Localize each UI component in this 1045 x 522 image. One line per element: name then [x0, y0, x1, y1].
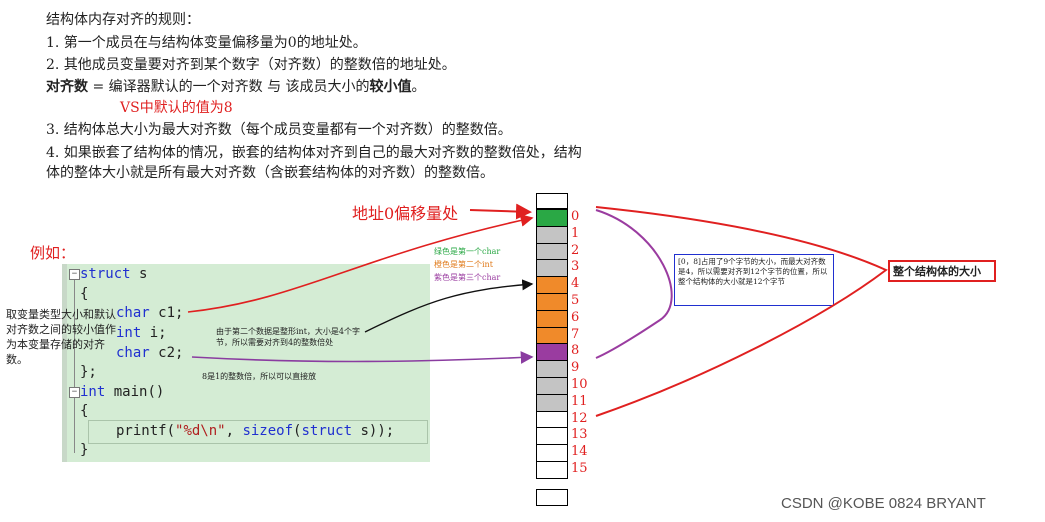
- rule-align: 对齐数 = 编译器默认的一个对齐数 与 该成员大小的较小值。: [46, 77, 426, 98]
- bracket-total: [595, 206, 888, 417]
- left-note: 取变量类型大小和默认对齐数之间的较小值作为本变量存储的对齐数。: [6, 308, 116, 366]
- memory-cell-index: 8: [571, 343, 580, 359]
- rule-align-end: 。: [411, 79, 426, 95]
- code-text: printf(: [116, 423, 176, 439]
- code-text: s: [130, 266, 148, 282]
- rule-align-head: 对齐数: [46, 79, 88, 95]
- range-note: [0，8]占用了9个字节的大小，而最大对齐数是4，所以需要对齐到12个字节的位置…: [678, 257, 828, 286]
- legend-orange: 橙色是第二个int: [434, 260, 493, 269]
- c2-align-note: 8是1的整数倍，所以可以直接放: [202, 372, 317, 381]
- memory-cell-bottom: [536, 489, 568, 506]
- rule-4b: 体的整体大小就是所有最大对齐数（含嵌套结构体的对齐数）的整数倍。: [46, 165, 494, 181]
- arrow-c1: [187, 214, 534, 313]
- code-line-close: };: [80, 364, 97, 380]
- memory-cell-index: 2: [571, 242, 580, 258]
- memory-cell: [536, 461, 568, 479]
- rule-3: 3. 结构体总大小为最大对齐数（每个成员变量都有一个对齐数）的整数倍。: [46, 122, 512, 138]
- arrow-i: [364, 279, 534, 333]
- code-text: ,: [225, 423, 243, 439]
- code-keyword: int: [116, 325, 142, 341]
- code-current-line: [88, 420, 428, 444]
- memory-cell-index: 14: [571, 444, 588, 460]
- rule-align-mid: = 编译器默认的一个对齐数 与 该成员大小的: [88, 79, 370, 95]
- code-keyword: struct: [301, 423, 353, 439]
- memory-cell-index: 5: [571, 293, 580, 308]
- code-line-i: int i;: [116, 325, 167, 341]
- legend-green: 绿色是第一个char: [434, 247, 501, 256]
- memory-cell-index: 4: [571, 276, 580, 292]
- code-keyword: char: [116, 345, 150, 361]
- code-text: main(): [105, 384, 165, 400]
- memory-cell-index: 10: [571, 377, 588, 392]
- code-string: "%d\n": [175, 423, 226, 439]
- rule-align-bold: 较小值: [369, 79, 412, 95]
- fold-toggle-struct[interactable]: −: [69, 269, 80, 280]
- code-text: c1;: [149, 305, 184, 321]
- arrow-c2: [191, 351, 534, 364]
- memory-cell-index: 3: [571, 259, 580, 275]
- rule-2: 2. 其他成员变量要对齐到某个数字（对齐数）的整数倍的地址处。: [46, 57, 456, 73]
- code-line-main: int main(): [80, 384, 164, 400]
- arrow-offset: [469, 203, 532, 220]
- code-line-open: {: [80, 286, 89, 302]
- code-line-c2: char c2;: [116, 345, 183, 361]
- code-text: (: [293, 423, 302, 439]
- code-text: c2;: [149, 345, 184, 361]
- memory-cell-index: 15: [571, 461, 588, 476]
- code-text: i;: [141, 325, 167, 341]
- code-line-main-close: }: [80, 442, 89, 458]
- code-line-main-open: {: [80, 403, 89, 419]
- code-keyword: struct: [80, 266, 131, 282]
- legend-purple: 紫色是第三个char: [434, 273, 501, 282]
- code-line-struct: struct s: [80, 266, 147, 282]
- rule-4a: 4. 如果嵌套了结构体的情况，嵌套的结构体对齐到自己的最大对齐数的整数倍处，结构: [46, 145, 582, 161]
- memory-cell-index: 12: [571, 410, 588, 426]
- bracket-range: [595, 209, 673, 359]
- int-align-note: 由于第二个数据是整形int，大小是4个字节，所以需要对齐到4的整数倍处: [216, 327, 361, 347]
- vs-default-note: VS中默认的值为8: [120, 100, 233, 116]
- watermark: CSDN @KOBE 0824 BRYANT: [781, 495, 986, 512]
- code-block: [62, 264, 430, 462]
- rules-title: 结构体内存对齐的规则：: [46, 12, 200, 28]
- offset-label: 地址0偏移量处: [352, 204, 459, 223]
- example-label: 例如：: [30, 244, 76, 262]
- memory-cell-index: 7: [571, 326, 580, 342]
- code-text: s));: [352, 423, 395, 439]
- code-line-printf: printf("%d\n", sizeof(struct s));: [116, 423, 394, 439]
- memory-cell-index: 6: [571, 309, 580, 325]
- code-line-c1: char c1;: [116, 305, 183, 321]
- memory-cell-index: 11: [571, 393, 588, 409]
- fold-line-struct: [74, 279, 75, 389]
- total-size-label: 整个结构体的大小: [893, 265, 981, 278]
- memory-cell-index: 9: [571, 360, 580, 376]
- rule-1: 1. 第一个成员在与结构体变量偏移量为0的地址处。: [46, 35, 367, 51]
- code-gutter: [62, 264, 67, 462]
- memory-cell-index: 0: [571, 209, 580, 224]
- total-size-box: [888, 260, 996, 282]
- memory-cell-top: [536, 193, 568, 209]
- range-note-box: [674, 254, 834, 306]
- code-keyword: sizeof: [242, 423, 294, 439]
- fold-toggle-main[interactable]: −: [69, 387, 80, 398]
- fold-line-main: [74, 397, 75, 453]
- code-keyword: char: [116, 305, 150, 321]
- memory-cell-index: 13: [571, 427, 588, 443]
- code-keyword: int: [80, 384, 106, 400]
- memory-cell-index: 1: [571, 225, 580, 241]
